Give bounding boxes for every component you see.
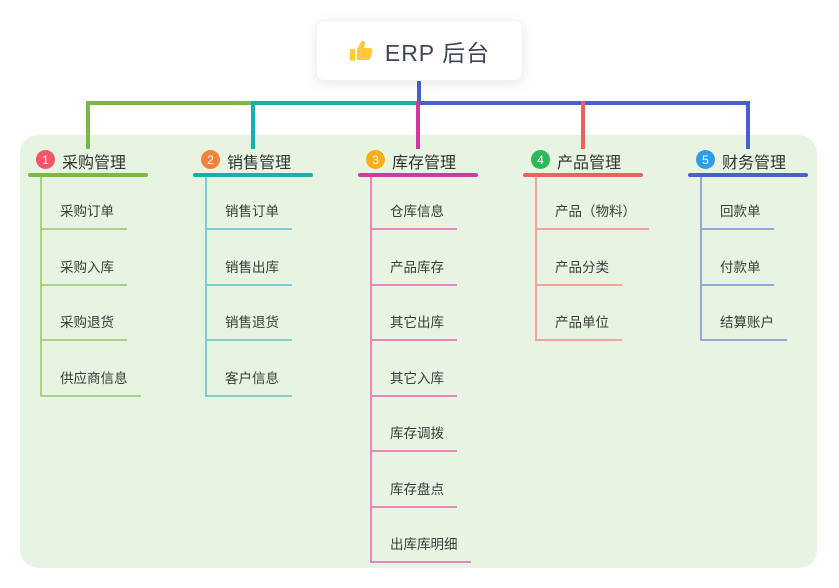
- connector-drop-5: [746, 101, 750, 149]
- child-node[interactable]: 仓库信息: [370, 203, 457, 230]
- child-node[interactable]: 其它出库: [370, 314, 457, 341]
- child-node[interactable]: 产品单位: [535, 314, 622, 341]
- branch-trunk-line-5: [700, 177, 702, 341]
- child-node[interactable]: 采购入库: [40, 259, 127, 286]
- child-node[interactable]: 付款单: [700, 259, 774, 286]
- child-node[interactable]: 采购订单: [40, 203, 127, 230]
- branch-trunk-line-3: [370, 177, 372, 563]
- branch-underline-5: [688, 173, 808, 177]
- background-panel: [20, 135, 817, 568]
- child-node[interactable]: 产品分类: [535, 259, 622, 286]
- branch-badge-1: 1: [36, 150, 55, 169]
- branch-badge-3: 3: [366, 150, 385, 169]
- branch-title-5[interactable]: 财务管理: [722, 155, 787, 172]
- connector-drop-1: [86, 101, 90, 149]
- branch-trunk-line-1: [40, 177, 42, 397]
- branch-badge-5: 5: [696, 150, 715, 169]
- child-node[interactable]: 回款单: [700, 203, 774, 230]
- child-node[interactable]: 结算账户: [700, 314, 787, 341]
- child-node[interactable]: 产品（物料）: [535, 203, 649, 230]
- branch-trunk-line-2: [205, 177, 207, 397]
- branch-trunk-line-4: [535, 177, 537, 341]
- child-node[interactable]: 库存盘点: [370, 481, 457, 508]
- branch-underline-4: [523, 173, 643, 177]
- connector-rail-middle: [251, 101, 417, 105]
- child-node[interactable]: 出库库明细: [370, 536, 471, 563]
- root-title: ERP 后台: [384, 39, 491, 66]
- child-node[interactable]: 产品库存: [370, 259, 457, 286]
- branch-badge-4: 4: [531, 150, 550, 169]
- child-node[interactable]: 客户信息: [205, 370, 292, 397]
- branch-underline-2: [193, 173, 313, 177]
- child-node[interactable]: 销售订单: [205, 203, 292, 230]
- branch-title-3[interactable]: 库存管理: [392, 155, 457, 172]
- connector-root-stem: [417, 81, 421, 105]
- child-node[interactable]: 库存调拨: [370, 425, 457, 452]
- connector-rail-left: [86, 101, 251, 105]
- thumbs-up-icon: [349, 38, 375, 64]
- connector-drop-2: [251, 101, 255, 149]
- branch-underline-3: [358, 173, 478, 177]
- connector-drop-3: [416, 101, 420, 149]
- root-node[interactable]: ERP 后台: [316, 20, 523, 81]
- branch-title-1[interactable]: 采购管理: [62, 155, 127, 172]
- child-node[interactable]: 采购退货: [40, 314, 127, 341]
- child-node[interactable]: 销售出库: [205, 259, 292, 286]
- connector-drop-4: [581, 101, 585, 149]
- branch-badge-2: 2: [201, 150, 220, 169]
- branch-underline-1: [28, 173, 148, 177]
- child-node[interactable]: 销售退货: [205, 314, 292, 341]
- branch-title-4[interactable]: 产品管理: [557, 155, 622, 172]
- child-node[interactable]: 供应商信息: [40, 370, 141, 397]
- branch-title-2[interactable]: 销售管理: [227, 155, 292, 172]
- child-node[interactable]: 其它入库: [370, 370, 457, 397]
